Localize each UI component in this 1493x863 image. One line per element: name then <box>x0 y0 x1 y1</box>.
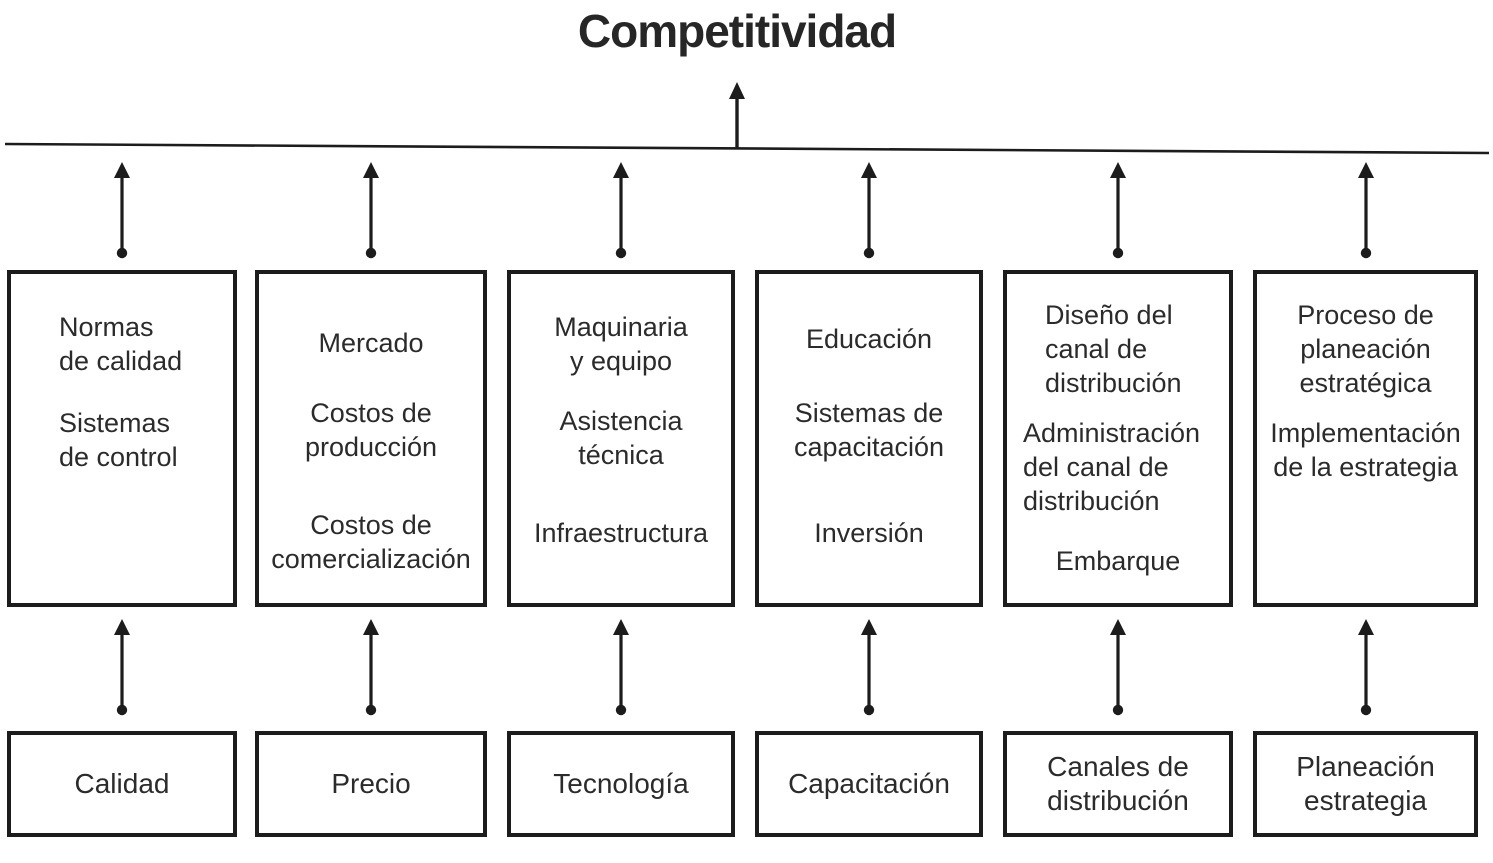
title-container: Competitividad <box>0 4 1474 58</box>
factor-text: Administración del canal de distribución <box>1023 418 1201 516</box>
factor-box-tecnologia: Maquinaria y equipo Asistencia técnica I… <box>507 270 735 607</box>
up-arrow-icon <box>613 162 629 259</box>
up-arrow-icon <box>861 162 877 259</box>
category-label: Capacitación <box>788 768 950 799</box>
factor-text: Costos de comercialización <box>271 510 471 574</box>
title-up-arrow-icon <box>729 82 745 148</box>
factor-text: Maquinaria y equipo <box>554 312 688 376</box>
factor-text: Embarque <box>1055 546 1181 576</box>
column-tecnologia: Maquinaria y equipo Asistencia técnica I… <box>507 0 735 863</box>
category-box-planeacion-estrategia: Planeación estrategia <box>1253 731 1478 837</box>
factor-text: Asistencia técnica <box>559 406 683 470</box>
factor-box-calidad: Normas de calidad Sistemas de control <box>7 270 237 607</box>
up-arrow-icon <box>363 619 379 716</box>
factor-box-precio: Mercado Costos de producción Costos de c… <box>255 270 487 607</box>
up-arrow-icon <box>861 619 877 716</box>
category-box-canales-distribucion: Canales de distribución <box>1003 731 1233 837</box>
factor-text: Diseño del canal de distribución <box>1045 300 1182 398</box>
diagram-title: Competitividad <box>577 5 897 57</box>
category-box-capacitacion: Capacitación <box>755 731 983 837</box>
up-arrow-icon <box>1357 162 1374 259</box>
category-label: Canales de distribución <box>1047 751 1189 816</box>
up-arrow-icon <box>613 619 629 716</box>
category-box-tecnologia: Tecnología <box>507 731 735 837</box>
up-arrow-icon <box>363 162 379 259</box>
up-arrow-icon <box>114 619 130 716</box>
factor-text: Infraestructura <box>533 518 709 548</box>
up-arrow-icon <box>1357 619 1374 716</box>
factor-text: Implementación de la estrategia <box>1270 418 1461 482</box>
factor-text: Educación <box>805 324 933 354</box>
category-label: Calidad <box>74 768 170 799</box>
factor-text: Normas de calidad <box>59 312 183 376</box>
factor-box-canales-distribucion: Diseño del canal de distribución Adminis… <box>1003 270 1233 607</box>
category-label: Precio <box>331 768 411 799</box>
column-capacitacion: Educación Sistemas de capacitación Inver… <box>755 0 983 863</box>
category-label: Tecnología <box>553 768 689 799</box>
factor-text: Proceso de planeación estratégica <box>1297 300 1434 398</box>
collector-line <box>4 142 1490 155</box>
factor-text: Costos de producción <box>304 398 438 462</box>
factor-text: Inversión <box>814 518 924 548</box>
column-planeacion-estrategia: Proceso de planeación estratégica Implem… <box>1253 0 1478 863</box>
factor-box-capacitacion: Educación Sistemas de capacitación Inver… <box>755 270 983 607</box>
up-arrow-icon <box>1110 162 1126 259</box>
factor-text: Sistemas de control <box>59 408 178 472</box>
column-canales-distribucion: Diseño del canal de distribución Adminis… <box>1003 0 1233 863</box>
factor-box-planeacion-estrategia: Proceso de planeación estratégica Implem… <box>1253 270 1478 607</box>
category-box-calidad: Calidad <box>7 731 237 837</box>
up-arrow-icon <box>114 162 130 259</box>
factor-text: Sistemas de capacitación <box>793 398 945 462</box>
category-box-precio: Precio <box>255 731 487 837</box>
up-arrow-icon <box>1110 619 1126 716</box>
factor-text: Mercado <box>318 328 424 358</box>
column-precio: Mercado Costos de producción Costos de c… <box>255 0 487 863</box>
category-label: Planeación estrategia <box>1296 751 1435 816</box>
column-calidad: Normas de calidad Sistemas de control Ca… <box>7 0 237 863</box>
